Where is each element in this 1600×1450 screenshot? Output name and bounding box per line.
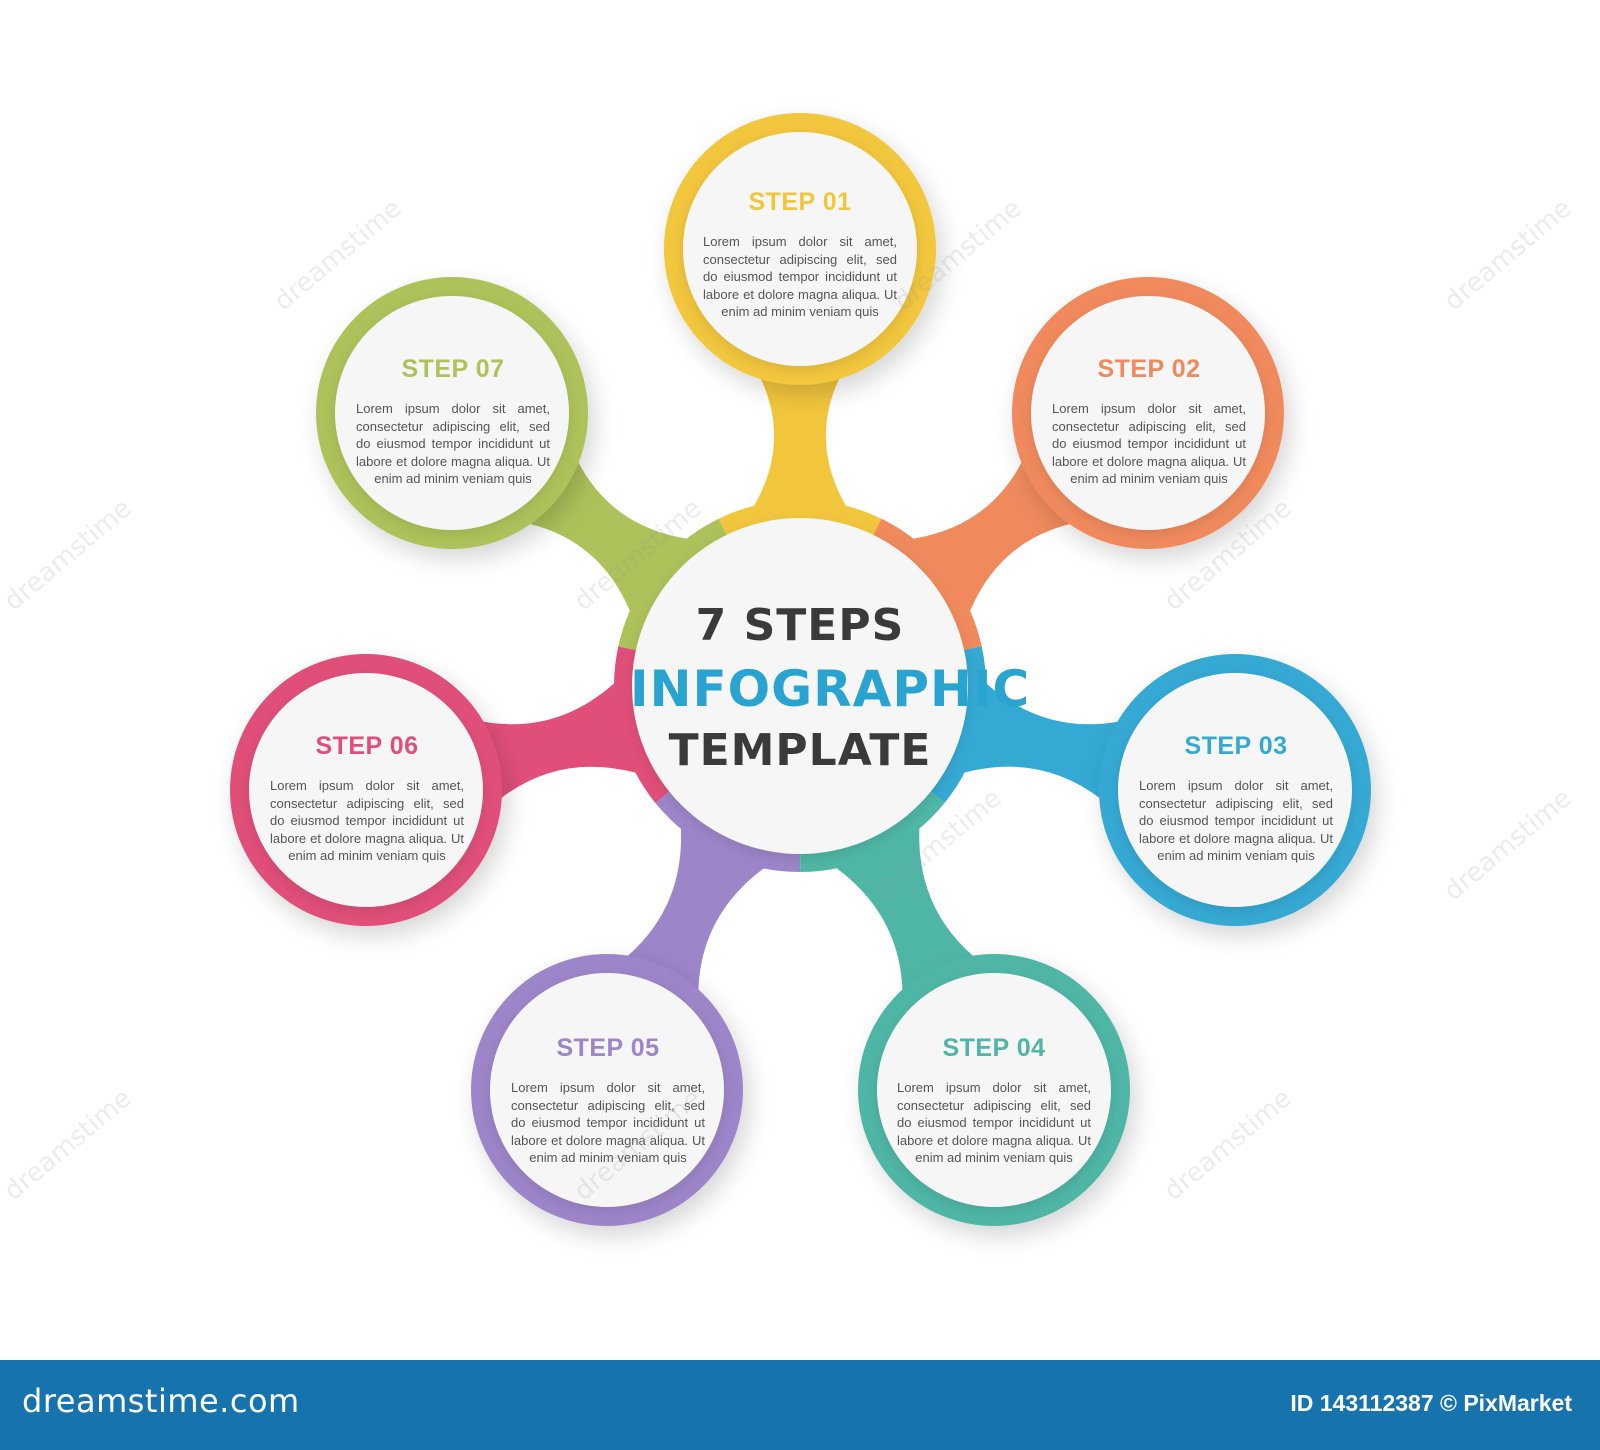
step-text: Lorem ipsum dolor sit amet, consectetur … (511, 1080, 705, 1165)
step-title: STEP 05 (556, 1034, 660, 1062)
center-title: 7 STEPS INFOGRAPHIC TEMPLATE (630, 600, 1031, 778)
step-text: Lorem ipsum dolor sit amet, consectetur … (897, 1080, 1091, 1165)
step-card-03: STEP 03 Lorem ipsum dolor sit amet, cons… (1131, 732, 1341, 865)
step-inner-circle (335, 296, 569, 530)
connector-stem (836, 828, 975, 992)
step-text: Lorem ipsum dolor sit amet, consectetur … (1139, 778, 1333, 863)
connector-stem (754, 377, 846, 506)
step-card-02: STEP 02 Lorem ipsum dolor sit amet, cons… (1044, 355, 1254, 488)
step-title: STEP 03 (1184, 732, 1288, 760)
step-card-05: STEP 05 Lorem ipsum dolor sit amet, cons… (503, 1034, 713, 1167)
step-card-06: STEP 06 Lorem ipsum dolor sit amet, cons… (262, 732, 472, 865)
step-text: Lorem ipsum dolor sit amet, consectetur … (703, 234, 897, 319)
step-inner-circle (249, 673, 483, 907)
center-title-line2: INFOGRAPHIC (630, 659, 1031, 718)
step-card-04: STEP 04 Lorem ipsum dolor sit amet, cons… (889, 1034, 1099, 1167)
center-title-line1: 7 STEPS (695, 600, 905, 651)
center-circle (632, 518, 968, 854)
connector-stem (481, 683, 636, 800)
step-card-01: STEP 01 Lorem ipsum dolor sit amet, cons… (695, 188, 905, 321)
step-title: STEP 06 (315, 732, 419, 760)
step-inner-circle (490, 973, 724, 1207)
step-circle-group (230, 113, 1371, 1226)
connector-stem (913, 460, 1072, 612)
step-title: STEP 01 (748, 188, 852, 216)
step-card-07: STEP 07 Lorem ipsum dolor sit amet, cons… (348, 355, 558, 488)
footer-bar: dreamstime.com ID 143112387 © PixMarket (0, 1360, 1600, 1450)
step-inner-circle (683, 132, 917, 366)
image-id-credit: ID 143112387 © PixMarket (1290, 1390, 1572, 1416)
connector-stem (964, 683, 1120, 800)
diagram-canvas (230, 113, 1371, 1226)
step-text: Lorem ipsum dolor sit amet, consectetur … (270, 778, 464, 863)
step-inner-circle (1031, 296, 1265, 530)
connector-stem (528, 460, 687, 612)
connector-stem (626, 828, 764, 992)
step-inner-circle (1118, 673, 1352, 907)
step-title: STEP 07 (401, 355, 505, 383)
step-text: Lorem ipsum dolor sit amet, consectetur … (1052, 401, 1246, 486)
connector-group (481, 377, 1120, 992)
step-title: STEP 04 (942, 1034, 1046, 1062)
center-title-line3: TEMPLATE (668, 724, 932, 776)
step-inner-circle (877, 973, 1111, 1207)
step-text: Lorem ipsum dolor sit amet, consectetur … (356, 401, 550, 486)
step-title: STEP 02 (1097, 355, 1201, 383)
dreamstime-logo: dreamstime.com (22, 1382, 300, 1420)
